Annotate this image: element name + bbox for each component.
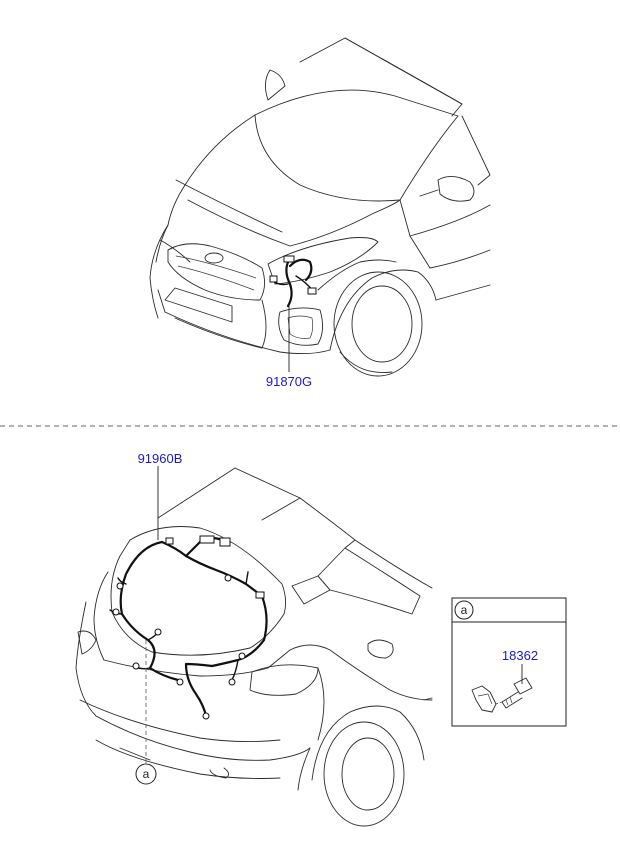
bolt-drawing (501, 677, 533, 709)
rear-grommet (228, 678, 236, 686)
rear-grommet (112, 608, 120, 616)
rear-connector (255, 591, 265, 599)
rear-connector (165, 537, 174, 545)
front-part-number[interactable]: 91870G (266, 374, 312, 389)
front-connector (307, 287, 317, 295)
rear-grommet (176, 678, 184, 686)
front-vehicle-drawing (149, 37, 491, 377)
detail-part-number[interactable]: 18362 (502, 648, 538, 663)
rear-connector (199, 535, 215, 544)
rear-wiring-harness (109, 535, 268, 720)
detail-header-circle (454, 600, 474, 620)
rear-grommet (116, 582, 124, 590)
callout-circle (135, 763, 157, 785)
front-wiring-harness (269, 255, 317, 308)
rear-part-number[interactable]: 91960B (138, 451, 183, 466)
front-connector (269, 275, 278, 283)
rear-grommet (224, 574, 232, 582)
rear-grommet (202, 712, 210, 720)
rear-connector (219, 537, 231, 547)
rear-grommet (154, 628, 162, 636)
rear-vehicle-drawing (75, 467, 433, 827)
rear-grommet (132, 662, 140, 670)
rear-grommet (238, 652, 246, 660)
clip-bracket-drawing (471, 685, 497, 713)
front-connector (283, 255, 295, 263)
detail-header-letter[interactable]: a (461, 603, 468, 617)
detail-box: a 18362 (451, 597, 567, 727)
callout-letter[interactable]: a (143, 767, 150, 781)
